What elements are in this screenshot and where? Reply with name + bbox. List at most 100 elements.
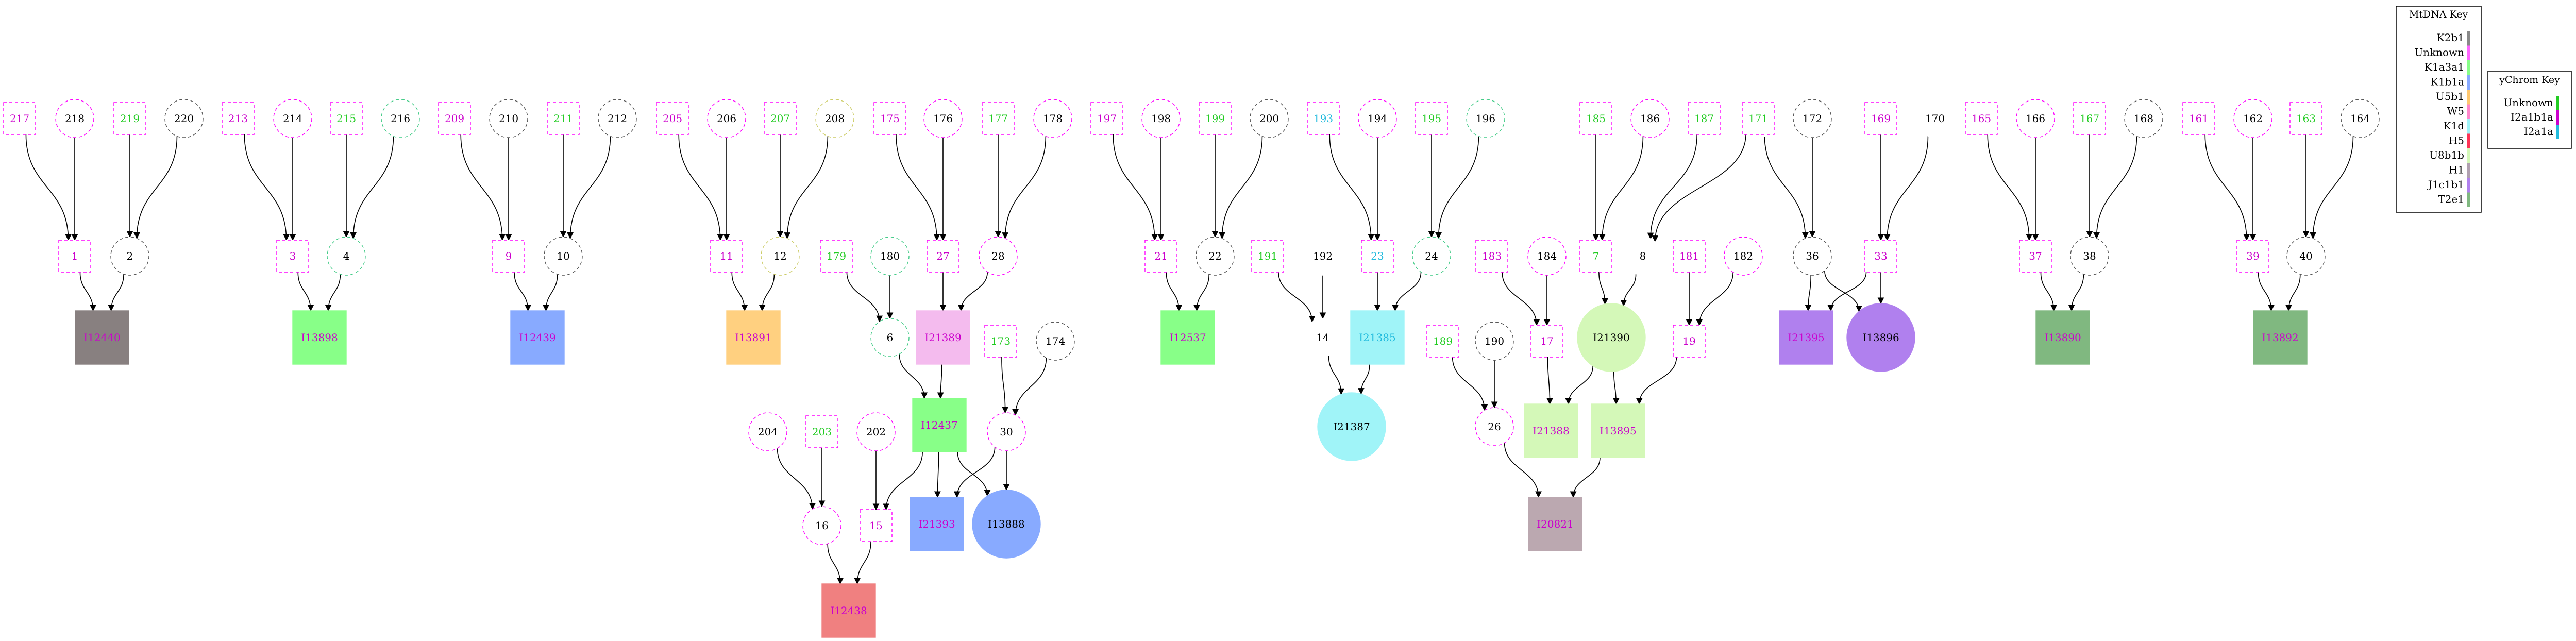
node-204[interactable]: 204 — [748, 412, 787, 451]
node-2[interactable]: 2 — [110, 237, 149, 276]
node-3[interactable]: 3 — [276, 240, 309, 273]
node-33[interactable]: 33 — [1864, 240, 1897, 273]
node-177[interactable]: 177 — [982, 102, 1015, 135]
node-27[interactable]: 27 — [927, 240, 959, 273]
node-166[interactable]: 166 — [2016, 99, 2055, 138]
node-183[interactable]: 183 — [1475, 240, 1508, 273]
node-1[interactable]: 1 — [58, 240, 91, 273]
node-184[interactable]: 184 — [1527, 237, 1567, 276]
node-I13892[interactable]: I13892 — [2253, 310, 2308, 365]
node-178[interactable]: 178 — [1033, 99, 1072, 138]
node-16[interactable]: 16 — [802, 506, 841, 545]
node-162[interactable]: 162 — [2233, 99, 2272, 138]
node-I21388[interactable]: I21388 — [1524, 403, 1578, 458]
node-I21395[interactable]: I21395 — [1779, 310, 1833, 365]
node-175[interactable]: 175 — [873, 102, 906, 135]
node-37[interactable]: 37 — [2019, 240, 2052, 273]
node-217[interactable]: 217 — [3, 102, 36, 135]
node-23[interactable]: 23 — [1361, 240, 1394, 273]
node-163[interactable]: 163 — [2289, 102, 2322, 135]
node-30[interactable]: 30 — [987, 412, 1026, 451]
node-I13890[interactable]: I13890 — [2035, 310, 2090, 365]
node-206[interactable]: 206 — [707, 99, 746, 138]
node-203[interactable]: 203 — [805, 415, 838, 448]
node-14[interactable]: 14 — [1303, 318, 1342, 357]
node-214[interactable]: 214 — [273, 99, 312, 138]
node-I13898[interactable]: I13898 — [292, 310, 347, 365]
node-8[interactable]: 8 — [1623, 237, 1662, 276]
node-190[interactable]: 190 — [1475, 322, 1514, 361]
node-I12439[interactable]: I12439 — [510, 310, 565, 365]
node-10[interactable]: 10 — [544, 237, 583, 276]
node-174[interactable]: 174 — [1036, 322, 1075, 361]
node-193[interactable]: 193 — [1307, 102, 1340, 135]
node-170[interactable]: 170 — [1915, 99, 1955, 138]
node-39[interactable]: 39 — [2236, 240, 2269, 273]
node-195[interactable]: 195 — [1415, 102, 1448, 135]
node-168[interactable]: 168 — [2124, 99, 2163, 138]
node-7[interactable]: 7 — [1579, 240, 1612, 273]
node-28[interactable]: 28 — [979, 237, 1018, 276]
node-200[interactable]: 200 — [1250, 99, 1289, 138]
node-I13888[interactable]: I13888 — [972, 490, 1041, 559]
node-192[interactable]: 192 — [1303, 237, 1342, 276]
node-I13891[interactable]: I13891 — [726, 310, 781, 365]
node-I12440[interactable]: I12440 — [75, 310, 129, 365]
node-209[interactable]: 209 — [438, 102, 471, 135]
node-I21393[interactable]: I21393 — [910, 497, 964, 551]
node-22[interactable]: 22 — [1196, 237, 1235, 276]
node-I13895[interactable]: I13895 — [1591, 403, 1645, 458]
node-9[interactable]: 9 — [492, 240, 525, 273]
node-219[interactable]: 219 — [113, 102, 146, 135]
node-181[interactable]: 181 — [1673, 240, 1706, 273]
node-I12438[interactable]: I12438 — [821, 583, 876, 638]
node-I21385[interactable]: I21385 — [1350, 310, 1405, 365]
node-202[interactable]: 202 — [856, 412, 896, 451]
node-180[interactable]: 180 — [870, 237, 910, 276]
node-197[interactable]: 197 — [1090, 102, 1123, 135]
node-171[interactable]: 171 — [1742, 102, 1775, 135]
node-220[interactable]: 220 — [164, 99, 204, 138]
node-I12537[interactable]: I12537 — [1160, 310, 1215, 365]
node-218[interactable]: 218 — [55, 99, 94, 138]
node-17[interactable]: 17 — [1530, 325, 1563, 358]
node-186[interactable]: 186 — [1630, 99, 1670, 138]
node-24[interactable]: 24 — [1412, 237, 1451, 276]
node-208[interactable]: 208 — [815, 99, 854, 138]
node-199[interactable]: 199 — [1199, 102, 1232, 135]
node-211[interactable]: 211 — [547, 102, 580, 135]
node-I20821[interactable]: I20821 — [1528, 497, 1582, 551]
node-191[interactable]: 191 — [1251, 240, 1284, 273]
node-212[interactable]: 212 — [598, 99, 637, 138]
node-11[interactable]: 11 — [710, 240, 743, 273]
node-161[interactable]: 161 — [2182, 102, 2215, 135]
node-26[interactable]: 26 — [1475, 407, 1514, 446]
node-205[interactable]: 205 — [656, 102, 689, 135]
node-179[interactable]: 179 — [820, 240, 853, 273]
node-165[interactable]: 165 — [1965, 102, 1998, 135]
node-215[interactable]: 215 — [330, 102, 363, 135]
node-36[interactable]: 36 — [1793, 237, 1832, 276]
node-I21387[interactable]: I21387 — [1317, 392, 1386, 461]
node-167[interactable]: 167 — [2073, 102, 2106, 135]
node-182[interactable]: 182 — [1724, 237, 1763, 276]
node-187[interactable]: 187 — [1688, 102, 1721, 135]
node-194[interactable]: 194 — [1358, 99, 1397, 138]
node-173[interactable]: 173 — [984, 325, 1017, 358]
node-207[interactable]: 207 — [764, 102, 797, 135]
node-40[interactable]: 40 — [2286, 237, 2326, 276]
node-210[interactable]: 210 — [489, 99, 528, 138]
node-176[interactable]: 176 — [923, 99, 963, 138]
node-164[interactable]: 164 — [2341, 99, 2380, 138]
node-I21389[interactable]: I21389 — [916, 310, 970, 365]
node-I12437[interactable]: I12437 — [912, 398, 967, 452]
node-6[interactable]: 6 — [870, 318, 910, 357]
node-198[interactable]: 198 — [1141, 99, 1181, 138]
node-19[interactable]: 19 — [1673, 325, 1706, 358]
node-216[interactable]: 216 — [381, 99, 420, 138]
node-15[interactable]: 15 — [860, 509, 893, 542]
node-21[interactable]: 21 — [1144, 240, 1177, 273]
node-I21390[interactable]: I21390 — [1577, 303, 1646, 372]
node-169[interactable]: 169 — [1864, 102, 1897, 135]
node-12[interactable]: 12 — [761, 237, 800, 276]
